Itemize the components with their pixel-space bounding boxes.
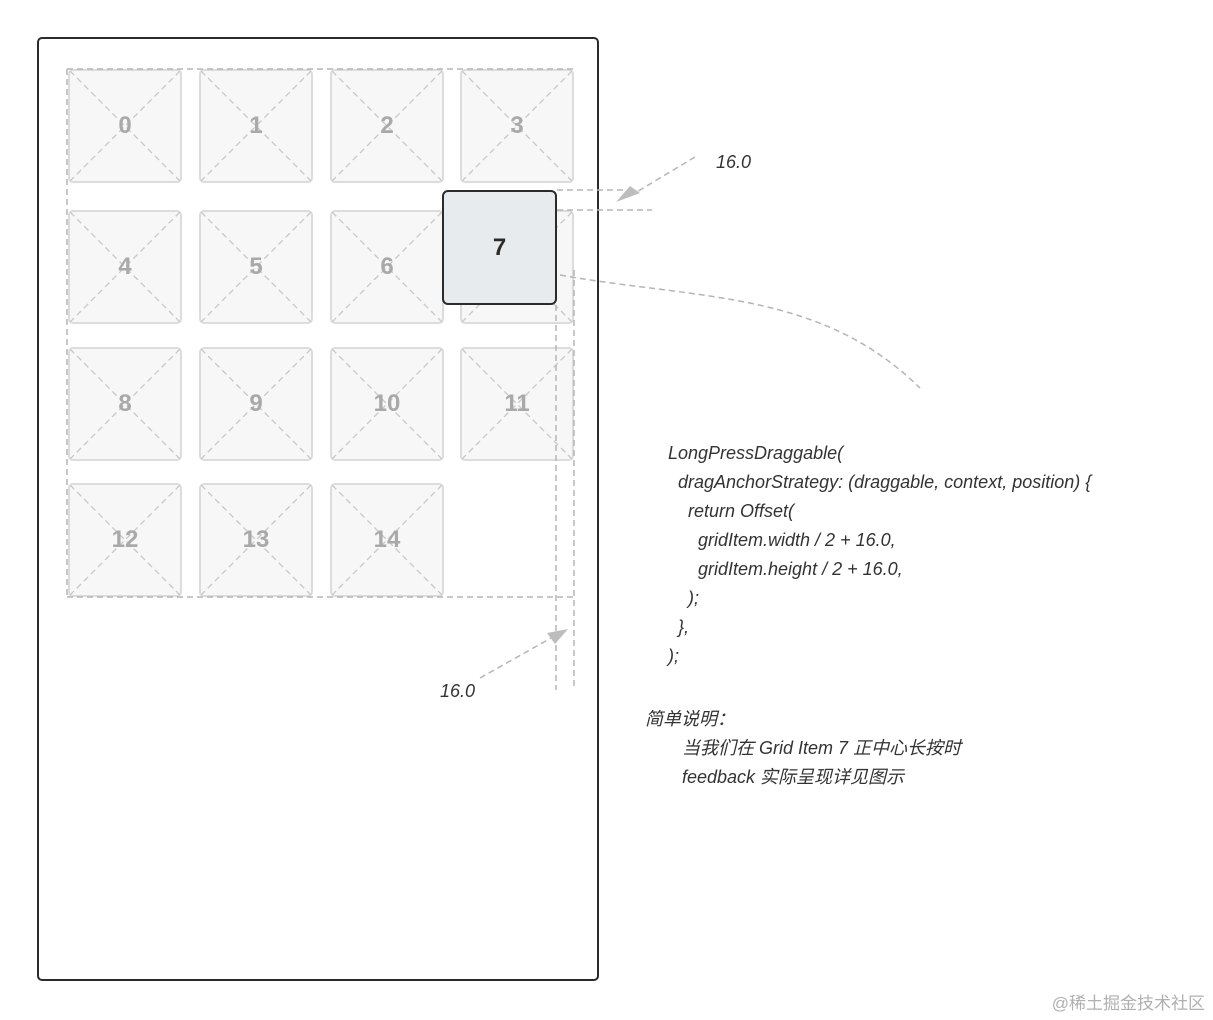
- grid-item-label: 13: [242, 526, 270, 553]
- grid-item-label: 2: [380, 112, 394, 139]
- grid-item-label: 4: [118, 253, 132, 280]
- code-snippet: LongPressDraggable( dragAnchorStrategy: …: [668, 410, 1091, 700]
- grid-item-10[interactable]: 10: [330, 347, 444, 461]
- explanation-note: 简单说明： 当我们在 Grid Item 7 正中心长按时 feedback 实际呈…: [645, 676, 961, 821]
- placeholder-cross-icon: [201, 71, 311, 181]
- placeholder-cross-icon: [201, 485, 311, 595]
- grid-item-label: 9: [249, 390, 263, 417]
- placeholder-cross-icon: [332, 485, 442, 595]
- code-line: gridItem.height / 2 + 16.0,: [668, 559, 903, 579]
- grid-item-5[interactable]: 5: [199, 210, 313, 324]
- placeholder-cross-icon: [201, 212, 311, 322]
- grid-item-13[interactable]: 13: [199, 483, 313, 597]
- placeholder-cross-icon: [462, 349, 572, 459]
- grid-item-4[interactable]: 4: [68, 210, 182, 324]
- code-line: );: [668, 646, 679, 666]
- grid-item-0[interactable]: 0: [68, 69, 182, 183]
- grid-item-2[interactable]: 2: [330, 69, 444, 183]
- placeholder-cross-icon: [70, 212, 180, 322]
- placeholder-cross-icon: [332, 71, 442, 181]
- code-line: LongPressDraggable(: [668, 443, 844, 463]
- grid-item-label: 14: [373, 526, 401, 553]
- note-line: 当我们在 Grid Item 7 正中心长按时: [682, 738, 962, 758]
- phone-frame: [37, 37, 599, 981]
- note-line: feedback 实际呈现详见图示: [682, 767, 905, 787]
- placeholder-cross-icon: [70, 71, 180, 181]
- arrow-head-top-icon: [616, 186, 640, 202]
- grid-item-label: 1: [249, 112, 263, 139]
- placeholder-cross-icon: [70, 485, 180, 595]
- grid-item-label: 5: [249, 253, 263, 280]
- code-line: return Offset(: [668, 501, 795, 521]
- code-callout-curve: [559, 274, 921, 389]
- code-line: },: [668, 617, 690, 637]
- watermark: @稀土掘金技术社区: [1051, 994, 1205, 1013]
- placeholder-cross-icon: [332, 349, 442, 459]
- placeholder-cross-icon: [332, 212, 442, 322]
- grid-item-9[interactable]: 9: [199, 347, 313, 461]
- grid-item-label: 8: [118, 390, 132, 417]
- grid-item-label: 12: [111, 526, 139, 553]
- arrow-head-bottom-icon: [547, 629, 568, 644]
- note-title: 简单说明：: [645, 709, 735, 729]
- offset-bottom-leader: [479, 632, 561, 679]
- placeholder-cross-icon: [201, 349, 311, 459]
- placeholder-cross-icon: [462, 71, 572, 181]
- grid-item-label: 11: [504, 390, 530, 417]
- dragged-grid-item-feedback[interactable]: 7: [442, 190, 557, 305]
- grid-item-8[interactable]: 8: [68, 347, 182, 461]
- grid-item-label: 6: [380, 253, 394, 280]
- grid-item-label: 3: [510, 112, 524, 139]
- code-line: dragAnchorStrategy: (draggable, context,…: [668, 472, 1092, 492]
- grid-item-label: 10: [373, 390, 401, 417]
- offset-label-bottom: 16.0: [440, 681, 476, 701]
- grid-item-12[interactable]: 12: [68, 483, 182, 597]
- offset-top-leader: [629, 156, 696, 197]
- grid-item-label: 0: [118, 112, 132, 139]
- code-line: gridItem.width / 2 + 16.0,: [668, 530, 896, 550]
- code-line: );: [668, 588, 699, 608]
- grid-item-11[interactable]: 11: [460, 347, 574, 461]
- placeholder-cross-icon: [70, 349, 180, 459]
- offset-label-top: 16.0: [716, 152, 752, 172]
- grid-item-3[interactable]: 3: [460, 69, 574, 183]
- grid-item-1[interactable]: 1: [199, 69, 313, 183]
- grid-item-14[interactable]: 14: [330, 483, 444, 597]
